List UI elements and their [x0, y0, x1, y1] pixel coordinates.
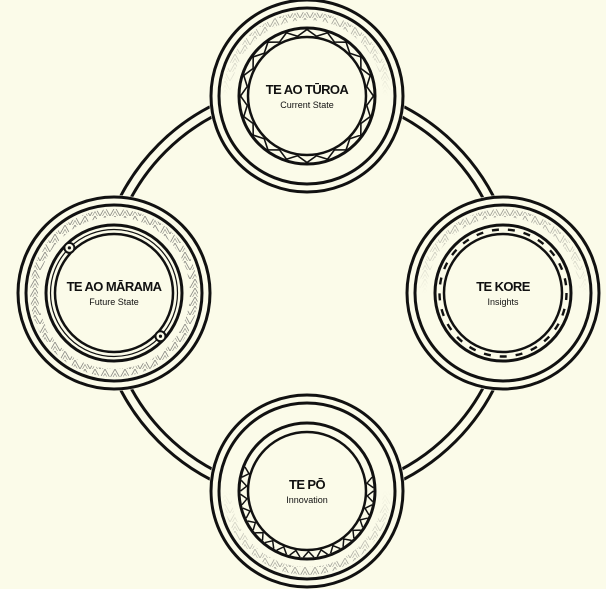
node-subtitle: Innovation	[286, 495, 328, 505]
node-innovation: TE PŌ Innovation	[209, 393, 405, 589]
node-title: TE AO TŪROA	[266, 82, 350, 97]
node-current-state: TE AO TŪROA Current State	[209, 0, 405, 194]
node-subtitle: Future State	[89, 297, 139, 307]
node-title: TE AO MĀRAMA	[67, 279, 163, 294]
node-title: TE PŌ	[289, 477, 325, 492]
node-subtitle: Current State	[280, 100, 334, 110]
node-title: TE KORE	[476, 279, 531, 294]
node-future-state: TE AO MĀRAMA Future State	[16, 195, 212, 391]
node-insights: TE KORE Insights	[405, 195, 601, 391]
node-subtitle: Insights	[487, 297, 519, 307]
